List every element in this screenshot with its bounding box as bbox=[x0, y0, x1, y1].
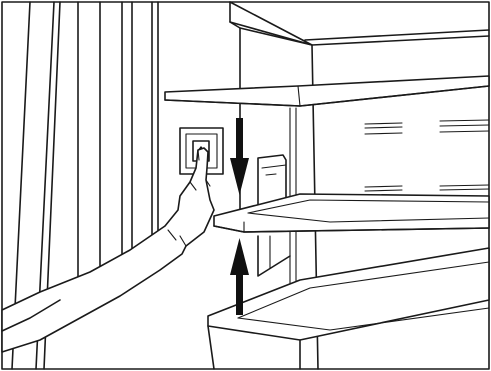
lower-drawer bbox=[208, 248, 489, 369]
back-wall-vents bbox=[365, 120, 489, 191]
pointing-hand-icon bbox=[2, 148, 214, 352]
adjustable-shelf bbox=[214, 194, 489, 232]
arrow-down-icon bbox=[230, 118, 249, 195]
top-shelf bbox=[165, 76, 489, 106]
ceiling bbox=[230, 2, 489, 45]
shelf-support bbox=[258, 236, 290, 276]
